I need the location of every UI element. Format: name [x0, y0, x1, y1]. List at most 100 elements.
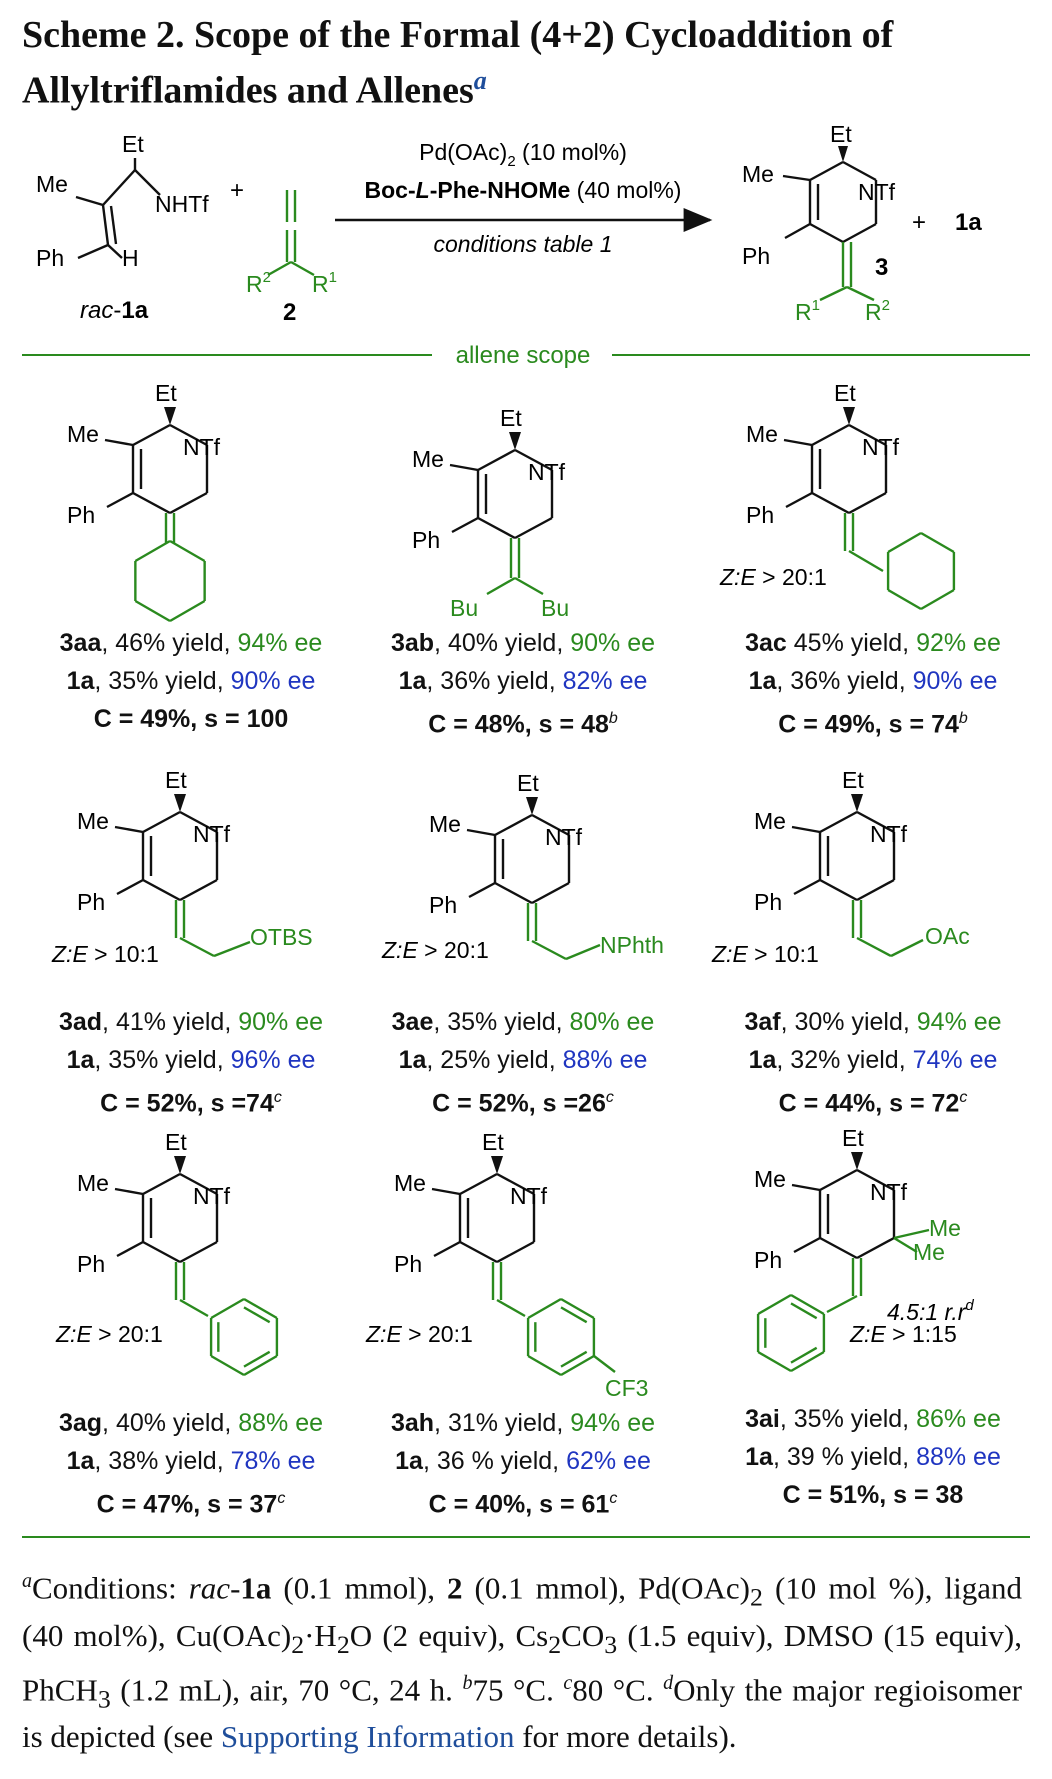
substrate-h: H — [122, 245, 139, 271]
product-3-wedge — [838, 146, 848, 162]
me-label: Me — [754, 808, 786, 834]
me-gem-1: Me — [929, 1215, 961, 1241]
reagent-ligand: Boc-L-Phe-NHOMe (40 mol%) — [365, 177, 682, 203]
et-label: Et — [842, 1125, 864, 1151]
ph-label: Ph — [394, 1251, 422, 1277]
ze-ratio-3ai: Z:E > 1:15 — [849, 1321, 957, 1347]
allene-label: 2 — [283, 299, 296, 326]
me-label: Me — [394, 1170, 426, 1196]
stereo-wedge — [491, 1156, 503, 1174]
product-3-me: Me — [742, 161, 774, 187]
plus-sign: + — [230, 177, 244, 204]
stereo-wedge — [526, 797, 538, 815]
caption-3af: 3af, 30% yield, 94% ee 1a, 32% yield, 74%… — [703, 1003, 1043, 1122]
stereo-wedge — [851, 1152, 863, 1170]
ze-ratio-3ad: Z:E > 10:1 — [51, 941, 159, 967]
conversion-line: C = 52%, s =26c — [432, 1089, 614, 1118]
stereo-wedge — [851, 794, 863, 812]
allene-2 — [267, 190, 315, 277]
product-yield-line: 3af, 30% yield, 94% ee — [744, 1008, 1002, 1036]
recovered-yield-line: 1a, 35% yield, 96% ee — [66, 1046, 316, 1074]
ph-label: Ph — [412, 527, 440, 553]
reagent-catalyst: Pd(OAc)2 (10 mol%) — [419, 139, 627, 170]
recovered-yield-line: 1a, 32% yield, 74% ee — [748, 1046, 998, 1074]
me-label: Me — [77, 808, 109, 834]
recovered-label: 1a — [955, 209, 982, 236]
recovered-yield-line: 1a, 39 % yield, 88% ee — [745, 1443, 1001, 1471]
conversion-line: C = 44%, s = 72c — [778, 1089, 968, 1118]
et-label: Et — [500, 405, 522, 431]
plus-sign-2: + — [912, 209, 926, 236]
title-footnote-mark: a — [473, 66, 487, 95]
substrate-nhtf: NHTf — [155, 191, 209, 217]
et-label: Et — [155, 380, 177, 406]
me-label: Me — [746, 421, 778, 447]
nphth-label: NPhth — [600, 932, 664, 958]
ntf-label: NTf — [528, 459, 566, 485]
supporting-info-link[interactable]: Supporting Information — [220, 1719, 515, 1755]
substrate-label: rac-1a — [80, 297, 149, 324]
ntf-label: NTf — [183, 434, 221, 460]
product-yield-line: 3ah, 31% yield, 94% ee — [390, 1409, 656, 1437]
ntf-label: NTf — [193, 821, 231, 847]
caption-3ai: 3ai, 35% yield, 86% ee 1a, 39 % yield, 88… — [703, 1400, 1043, 1514]
product-3-structure — [782, 160, 878, 302]
me-label: Me — [754, 1166, 786, 1192]
cf3-label: CF3 — [605, 1375, 648, 1401]
conversion-line: C = 49%, s = 100 — [93, 705, 289, 733]
ze-ratio-3ac: Z:E > 20:1 — [719, 564, 827, 590]
conversion-line: C = 49%, s = 74b — [778, 710, 968, 739]
otbs-label: OTBS — [250, 924, 313, 950]
product-3-r1: R1 — [795, 297, 820, 325]
allene-r2: R2 — [246, 269, 271, 297]
et-label: Et — [834, 380, 856, 406]
bu-label-left: Bu — [450, 595, 478, 621]
scheme-label: Scheme 2. — [22, 14, 185, 56]
product-yield-line: 3ai, 35% yield, 86% ee — [745, 1405, 1001, 1433]
substrate-ph: Ph — [36, 245, 64, 271]
ph-label: Ph — [77, 889, 105, 915]
scheme-title-text: Scope of the Formal (4+2) Cycloaddition … — [22, 14, 894, 112]
me-label: Me — [77, 1170, 109, 1196]
ph-label: Ph — [754, 889, 782, 915]
ntf-label: NTf — [193, 1183, 231, 1209]
substrate-rac-1a — [75, 158, 161, 260]
et-label: Et — [165, 767, 187, 793]
reaction-scheme: Et Me NHTf Ph H rac-1a + R2 R1 2 Pd(OAc)… — [22, 121, 1030, 1538]
ze-ratio-3af: Z:E > 10:1 — [711, 941, 819, 967]
stereo-wedge — [174, 1156, 186, 1174]
ze-ratio-3ag: Z:E > 20:1 — [55, 1321, 163, 1347]
substrate-me: Me — [36, 171, 68, 197]
stereo-wedge — [509, 432, 521, 450]
rr-label: 4.5:1 r.rd — [887, 1297, 974, 1325]
conversion-line: C = 51%, s = 38 — [782, 1481, 964, 1509]
product-3-label: 3 — [875, 254, 888, 281]
ph-label: Ph — [67, 502, 95, 528]
ntf-label: NTf — [870, 821, 908, 847]
recovered-yield-line: 1a, 36% yield, 82% ee — [398, 667, 648, 695]
conversion-line: C = 47%, s = 37c — [96, 1490, 286, 1519]
ph-label: Ph — [746, 502, 774, 528]
ph-label: Ph — [754, 1247, 782, 1273]
product-yield-line: 3ad, 41% yield, 90% ee — [58, 1008, 324, 1036]
stereo-wedge — [164, 407, 176, 425]
ntf-label: NTf — [862, 434, 900, 460]
ph-label: Ph — [429, 892, 457, 918]
et-label: Et — [517, 770, 539, 796]
product-yield-line: 3ae, 35% yield, 80% ee — [391, 1008, 655, 1036]
bu-label-right: Bu — [541, 595, 569, 621]
me-label: Me — [67, 421, 99, 447]
product-3-et: Et — [830, 121, 852, 147]
